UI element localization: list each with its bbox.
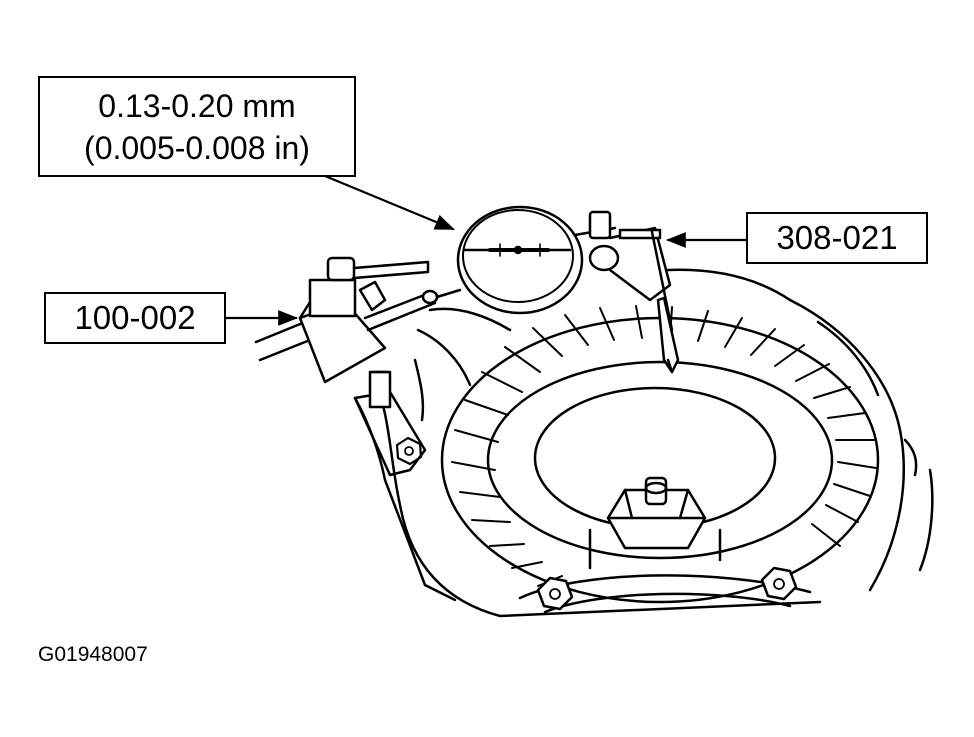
magnetic-base-tool-number: 100-002 (74, 299, 196, 336)
leader-lines (224, 174, 748, 326)
backlash-spec-metric: 0.13-0.20 mm (98, 87, 296, 124)
figure-id: G01948007 (38, 643, 148, 666)
spec-leader (323, 174, 455, 231)
backlash-spec-callout: 0.13-0.20 mm (0.005-0.008 in) (38, 76, 356, 177)
pinion-nut (588, 476, 722, 570)
ring-gear (440, 305, 880, 604)
backlash-spec-imperial: (0.005-0.008 in) (84, 129, 310, 166)
dial-indicator-tool-number: 308-021 (776, 219, 898, 256)
dial-indicator-tool (456, 205, 680, 374)
dial-indicator-tool-label: 308-021 (746, 212, 928, 264)
bearing-cap (518, 566, 812, 614)
magnetic-base-tool (254, 256, 462, 384)
mounting-bracket (353, 370, 427, 477)
magnetic-base-tool-label: 100-002 (44, 292, 226, 344)
